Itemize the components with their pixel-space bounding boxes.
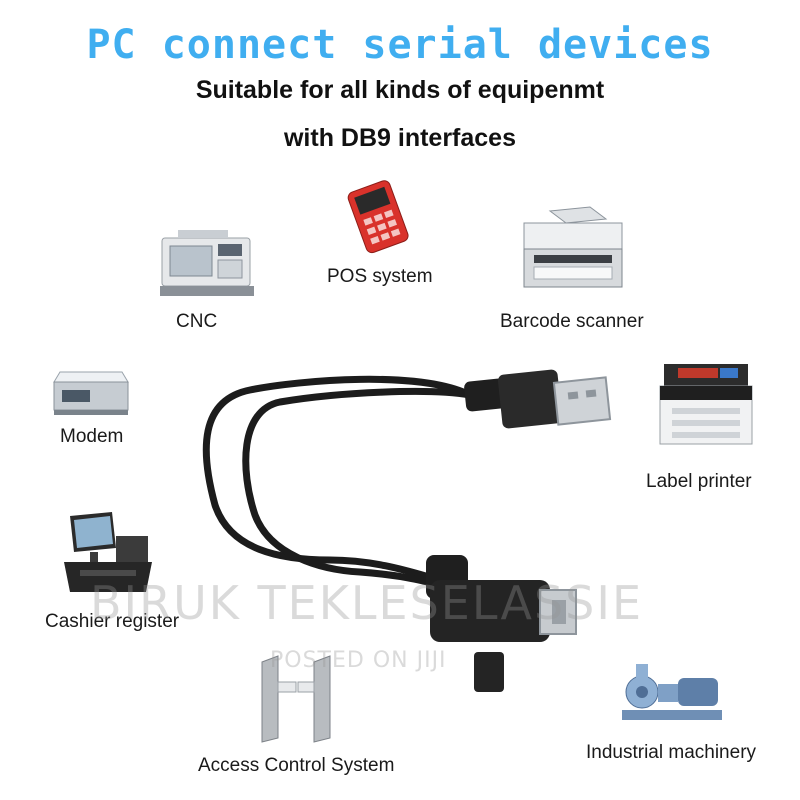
label-industrial-machinery: Industrial machinery [586,742,757,763]
pos-terminal-picture [347,180,409,254]
label-access-control-system: Access Control System [198,755,395,776]
label-label-printer: Label printer [646,471,752,492]
label-cnc: CNC [176,311,218,332]
page-title: PC connect serial devices [86,22,714,68]
label-modem: Modem [60,426,124,447]
industrial-machinery-picture [622,664,722,720]
cnc-machine-picture [160,230,254,296]
cashier-register-picture [64,512,152,592]
label-printer-picture [659,364,753,445]
label-barcode-scanner: Barcode scanner [500,311,644,332]
subtitle-line-1: Suitable for all kinds of equipenmt [195,76,605,104]
access-control-gate-picture [261,655,331,743]
label-pos-system: POS system [327,266,433,287]
label-cashier-register: Cashier register [45,611,180,632]
modem-picture [53,371,129,415]
barcode-scanner-picture [523,206,623,288]
subtitle-line-2: with DB9 interfaces [283,124,516,152]
